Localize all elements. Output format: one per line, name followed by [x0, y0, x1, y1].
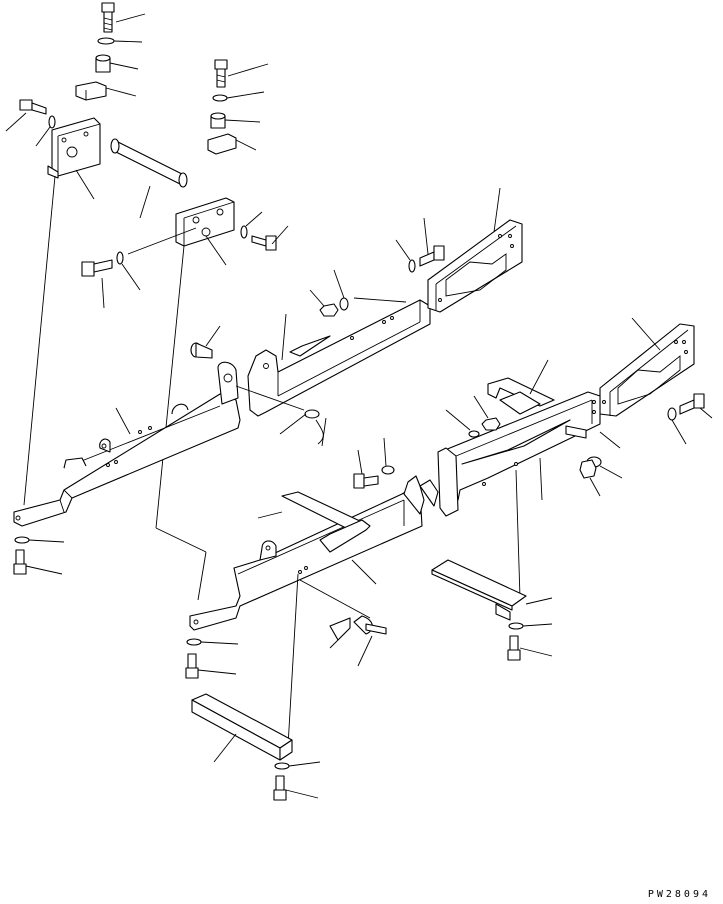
washer-left-arm-bottom: [15, 537, 64, 543]
lower-center-frame: [156, 476, 438, 746]
mount-plate-left: [24, 118, 100, 505]
washer-lower-center: [382, 438, 394, 474]
clip-center: [236, 386, 326, 446]
washer-lower-right: [509, 623, 552, 629]
nut-right-a: [474, 396, 500, 430]
washer-center-right: [396, 240, 415, 272]
washer-bottom: [275, 762, 320, 769]
nut-center: [310, 290, 338, 316]
bolt-left-arm-bottom: [14, 550, 62, 574]
bolt-lower-right: [508, 636, 552, 660]
bracket-bottom-center: [192, 694, 292, 762]
drawing-code: PW28094: [647, 889, 711, 900]
block-top-center: [208, 134, 256, 154]
washer-center: [334, 270, 348, 310]
bolt-lower-center: [354, 450, 378, 488]
bolt-top-center: [215, 60, 268, 87]
bolt-far-right: [680, 394, 712, 418]
right-main-frame: [438, 360, 620, 598]
bolt-bottom: [274, 776, 318, 800]
bracket-lower-right: [432, 560, 552, 620]
left-arm-frame: [14, 362, 240, 526]
bolt-mid-right: [252, 226, 288, 250]
tube-shaft: [111, 139, 187, 218]
bolt-center-right: [420, 218, 444, 266]
washer-top-center: [213, 92, 264, 101]
block-top-left: [76, 82, 136, 100]
bolt-mid-left: [82, 252, 140, 308]
pin-lower-center: [330, 616, 386, 666]
center-arm-frame: [248, 298, 430, 416]
plate-center-right: [428, 188, 522, 312]
washer-far-right: [668, 408, 686, 444]
spacer-top-left: [96, 55, 138, 72]
bolt-top-left: [102, 3, 145, 32]
pin-center: [191, 326, 220, 358]
spacer-top-center: [211, 113, 260, 128]
nut-right-b: [580, 460, 600, 496]
bolt-lower-left: [186, 654, 236, 678]
washer-top-left: [98, 38, 142, 44]
washer-mid-right: [241, 212, 262, 238]
mount-plate-center: [128, 198, 234, 528]
plate-far-right: [600, 318, 694, 416]
washer-right-a: [446, 410, 479, 437]
bolt-left-side: [6, 100, 55, 146]
washer-lower-left: [187, 639, 238, 645]
